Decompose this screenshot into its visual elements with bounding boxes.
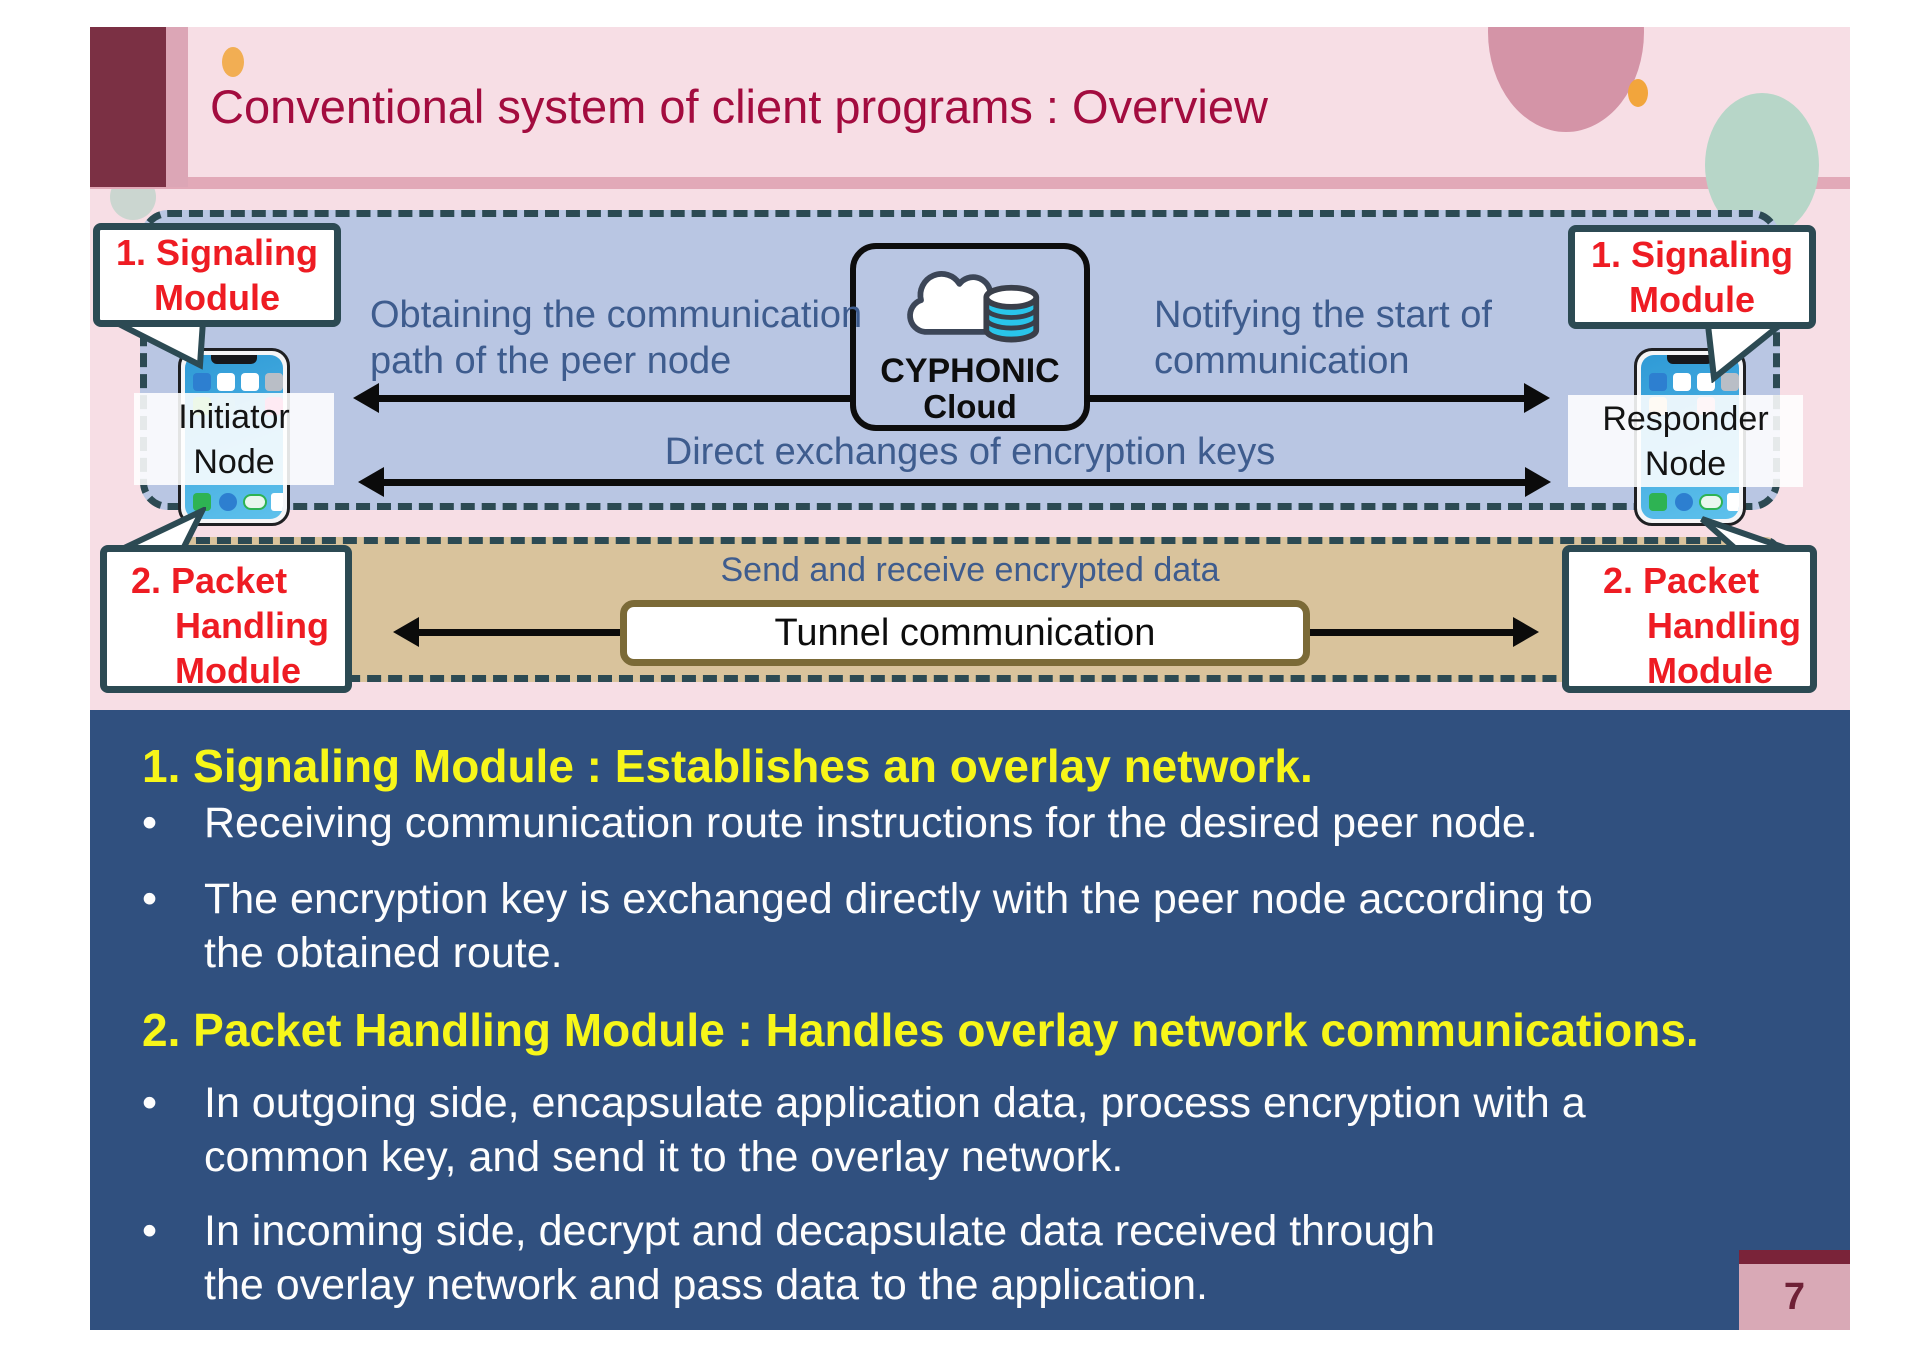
bubble-tail	[1705, 323, 1785, 383]
packet-handling-badge-left: 2. Packet Handling Module	[100, 545, 352, 693]
phone-notch	[211, 355, 257, 364]
decor-pink-band	[90, 177, 1850, 189]
notify-start-label: Notifying the start of communication	[1154, 294, 1492, 382]
overlay-network-panel	[140, 210, 1780, 510]
bullet-continuation: common key, and send it to the overlay n…	[204, 1133, 1124, 1181]
decor-pink-ellipse	[1488, 27, 1644, 132]
arrow-tunnel-right	[1310, 617, 1539, 647]
bullet-icon: •	[142, 799, 158, 847]
decor-maroon-block	[90, 27, 166, 187]
tunnel-communication-box: Tunnel communication	[620, 600, 1310, 666]
cloud-label-line1: CYPHONIC	[880, 352, 1060, 390]
cloud-database-icon	[907, 271, 1040, 343]
bullet-icon: •	[142, 1079, 158, 1127]
page-number-badge: 7	[1739, 1250, 1850, 1330]
bullet-line: •The encryption key is exchanged directl…	[142, 875, 1593, 923]
bullet-icon: •	[142, 875, 158, 923]
signaling-module-badge-right: 1. Signaling Module	[1568, 225, 1816, 329]
decor-orange-dot	[1628, 79, 1648, 107]
section-heading-signaling: 1. Signaling Module : Establishes an ove…	[142, 740, 1313, 792]
bullet-icon: •	[142, 1207, 158, 1255]
arrow-notify-start	[1085, 383, 1550, 413]
arrow-tunnel-left	[393, 617, 620, 647]
obtain-path-label: Obtaining the communication path of the …	[370, 294, 863, 382]
initiator-node-label: Initiator Node	[134, 393, 334, 485]
page-title: Conventional system of client programs :…	[210, 80, 1268, 133]
decor-orange-dot	[222, 47, 244, 77]
slide: Conventional system of client programs :…	[90, 27, 1850, 1330]
responder-node-label: Responder Node	[1568, 395, 1803, 487]
packet-handling-badge-right: 2. Packet Handling Module	[1562, 545, 1817, 693]
bullet-line: •In incoming side, decrypt and decapsula…	[142, 1207, 1436, 1255]
section-heading-packet: 2. Packet Handling Module : Handles over…	[142, 1004, 1699, 1056]
arrow-obtain-path	[353, 383, 850, 413]
key-exchange-label: Direct exchanges of encryption keys	[664, 431, 1276, 473]
decor-pink-strip	[166, 27, 188, 187]
cyphonic-cloud-box: CYPHONIC Cloud	[850, 243, 1090, 431]
phone-notch	[1667, 355, 1713, 364]
cloud-label-line2: Cloud	[923, 388, 1017, 425]
bullet-continuation: the overlay network and pass data to the…	[204, 1261, 1208, 1309]
bullet-line: •Receiving communication route instructi…	[142, 799, 1538, 847]
page-number: 7	[1739, 1264, 1850, 1330]
explanation-panel	[90, 710, 1850, 1330]
signaling-module-badge-left: 1. Signaling Module	[93, 223, 341, 327]
badge-top-bar	[1739, 1250, 1850, 1264]
arrow-key-exchange	[358, 467, 1551, 497]
encrypted-data-label: Send and receive encrypted data	[720, 551, 1220, 589]
bullet-continuation: the obtained route.	[204, 929, 563, 977]
bullet-line: •In outgoing side, encapsulate applicati…	[142, 1079, 1586, 1127]
